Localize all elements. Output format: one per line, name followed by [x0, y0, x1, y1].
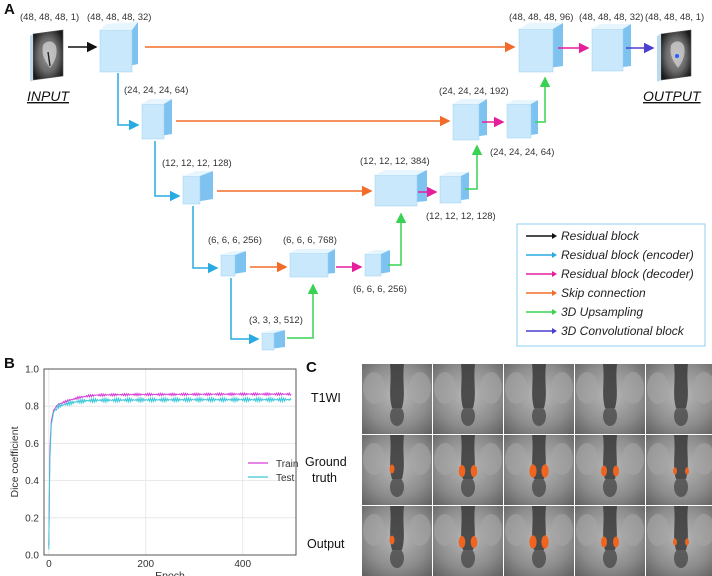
y-axis-label: Dice coefficient	[9, 426, 21, 497]
legend-box	[516, 223, 706, 347]
dim-bottom: (3, 3, 3, 512)	[249, 315, 303, 326]
block-encoder-1	[99, 22, 138, 73]
plot-frame	[43, 368, 297, 556]
row-label-gt-2: truth	[312, 471, 337, 485]
dim-cat1: (48, 48, 48, 96)	[509, 12, 573, 23]
legend-arrowhead-4	[552, 309, 557, 315]
input-label: INPUT	[27, 88, 70, 104]
block-concat-1	[518, 23, 563, 73]
mri-cell-r1-c0	[362, 435, 432, 505]
dim-d1: (48, 48, 48, 32)	[579, 12, 643, 23]
legend-label-4: 3D Upsampling	[561, 305, 643, 319]
dim-e4: (6, 6, 6, 256)	[208, 235, 262, 246]
mri-cell-r1-c4	[646, 435, 712, 505]
panel-a-letter: A	[4, 1, 15, 18]
block-encoder-4	[220, 251, 246, 277]
block-encoder-3	[182, 171, 213, 205]
series-line-test	[48, 395, 292, 550]
mri-cell-r0-c3	[575, 364, 645, 434]
input-brain-image	[30, 29, 64, 82]
block-bottleneck	[261, 330, 285, 351]
output-brain-image	[657, 29, 692, 82]
legend-label-1: Residual block (encoder)	[561, 248, 694, 262]
y-tick-label-3: 0.6	[25, 439, 39, 450]
mri-cell-r2-c1	[433, 506, 503, 576]
dim-e1: (48, 48, 48, 32)	[87, 12, 151, 23]
arrows	[68, 41, 655, 345]
x-axis-label: Epoch	[155, 570, 185, 576]
y-tick-label-4: 0.8	[25, 402, 39, 413]
output-label: OUTPUT	[643, 88, 702, 104]
row-label-t1wi: T1WI	[311, 391, 341, 405]
mri-cell-r0-c0	[362, 364, 432, 434]
legend-arrowhead-1	[552, 252, 557, 258]
dim-cat4: (6, 6, 6, 768)	[283, 235, 337, 246]
legend-label-2: Residual block (decoder)	[561, 267, 694, 281]
legend-label-3: Skip connection	[561, 286, 646, 300]
x-tick-label-1: 200	[137, 559, 154, 570]
mri-cell-r0-c4	[646, 364, 712, 434]
dim-output: (48, 48, 48, 1)	[645, 12, 704, 23]
y-tick-label-5: 1.0	[25, 365, 39, 376]
chart-legend-label-0: Train	[276, 459, 298, 470]
y-tick-label-2: 0.4	[25, 476, 39, 487]
legend-arrowhead-0	[552, 233, 557, 239]
block-decoder-4	[364, 250, 390, 277]
mri-cell-r2-c4	[646, 506, 712, 576]
y-tick-label-1: 0.2	[25, 513, 39, 524]
block-encoder-2	[141, 99, 172, 140]
chart-legend-label-1: Test	[276, 473, 295, 484]
dim-cat3: (12, 12, 12, 384)	[360, 156, 430, 167]
legend-arrowhead-5	[552, 328, 557, 334]
row-label-output: Output	[307, 537, 345, 551]
mri-cell-r2-c3	[575, 506, 645, 576]
row-label-gt-1: Ground	[305, 455, 347, 469]
series-line-train	[48, 391, 292, 546]
legend-arrowhead-2	[552, 271, 557, 277]
panel-c-letter: C	[306, 359, 317, 376]
dim-e2: (24, 24, 24, 64)	[124, 85, 188, 96]
dim-input: (48, 48, 48, 1)	[20, 12, 79, 23]
legend-label-5: 3D Convolutional block	[561, 324, 685, 338]
dim-cat2: (24, 24, 24, 192)	[439, 86, 509, 97]
block-decoder-2	[506, 100, 538, 139]
block-decoder-1	[591, 24, 631, 72]
mri-cell-r2-c0	[362, 506, 432, 576]
mri-grid	[362, 364, 712, 576]
dim-d4: (6, 6, 6, 256)	[353, 284, 407, 295]
block-concat-3	[374, 170, 427, 207]
mri-cell-r1-c1	[433, 435, 503, 505]
dim-e3: (12, 12, 12, 128)	[162, 158, 232, 169]
block-concat-2	[452, 99, 487, 141]
block-decoder-3	[439, 172, 469, 204]
block-concat-4	[289, 249, 335, 278]
mri-cell-r0-c2	[504, 364, 574, 434]
dim-d3: (12, 12, 12, 128)	[426, 211, 496, 222]
panel-b-letter: B	[4, 355, 15, 372]
y-tick-label-0: 0.0	[25, 551, 39, 562]
dim-d2: (24, 24, 24, 64)	[490, 147, 554, 158]
mri-cell-r0-c1	[433, 364, 503, 434]
mri-cell-r1-c3	[575, 435, 645, 505]
x-tick-label-2: 400	[234, 559, 251, 570]
x-tick-label-0: 0	[46, 559, 52, 570]
legend-arrowhead-3	[552, 290, 557, 296]
legend-label-0: Residual block	[561, 229, 640, 243]
mri-cell-r2-c2	[504, 506, 574, 576]
mri-cell-r1-c2	[504, 435, 574, 505]
